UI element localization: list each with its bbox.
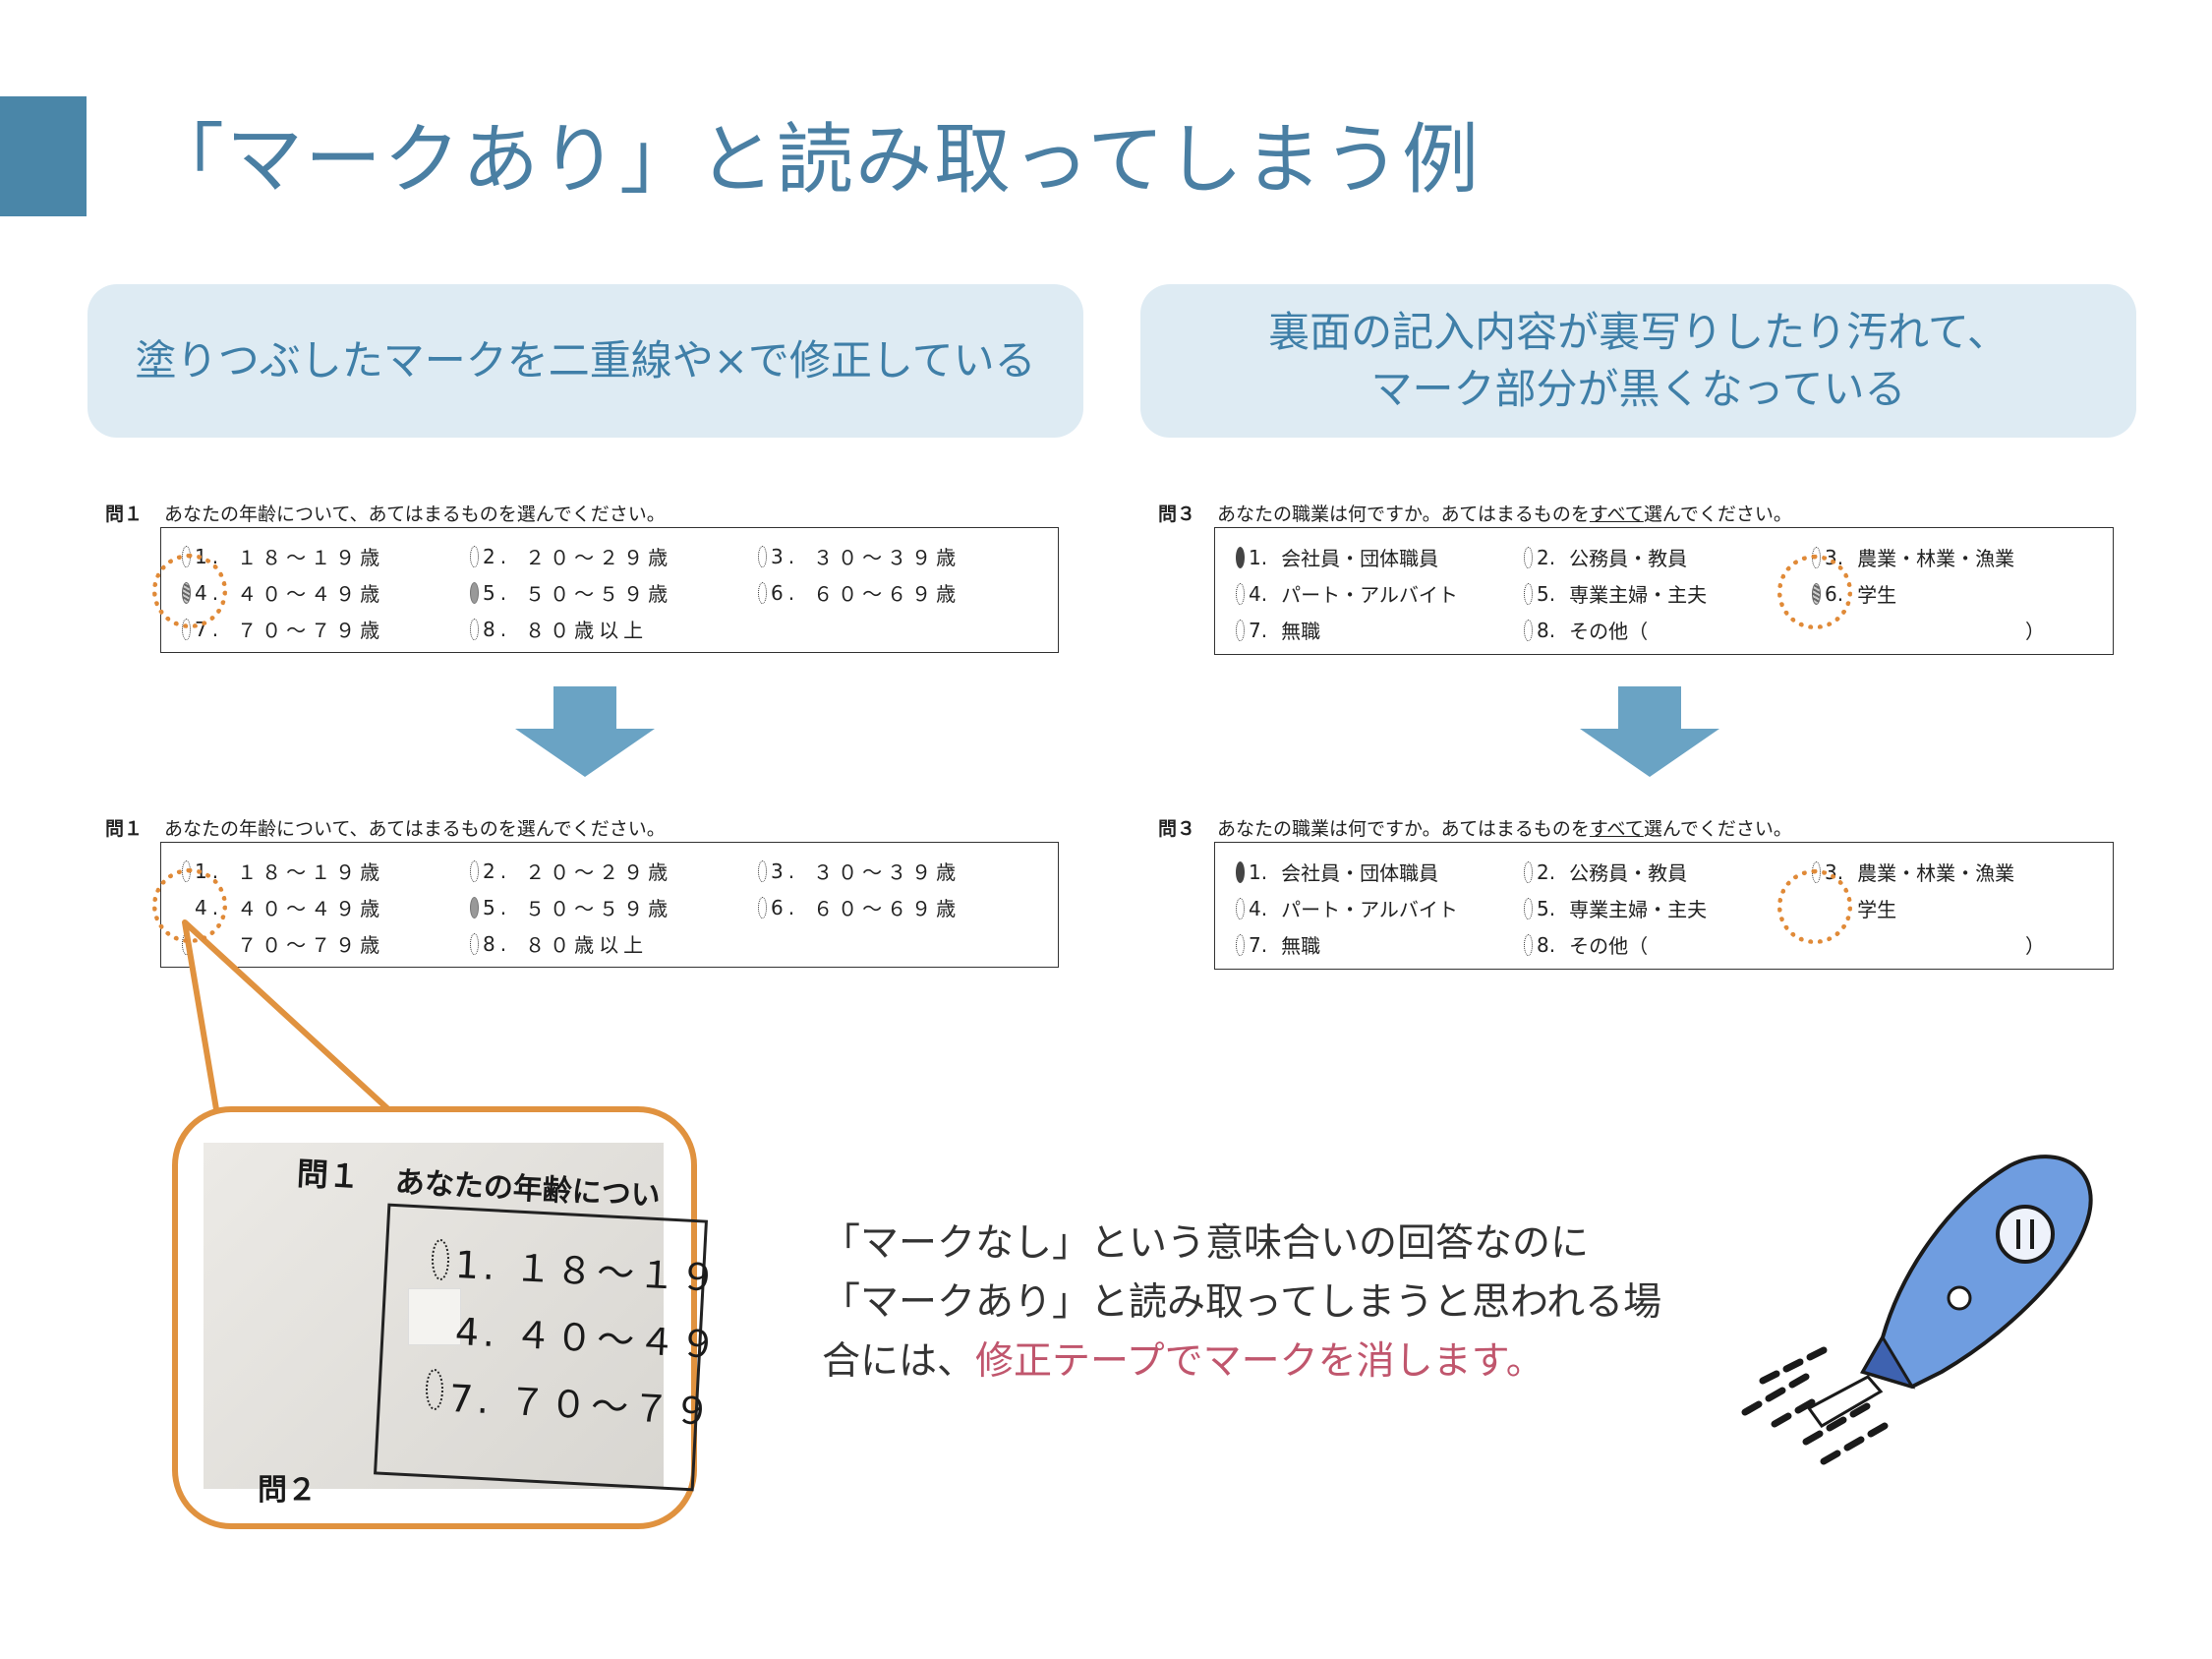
q3-before-option-4: 4.パート・アルバイト	[1236, 579, 1458, 608]
q3-after-option-6: 6.学生	[1812, 894, 1896, 922]
photo-correction-tape-closeup: 問１ あなたの年齢につい 1. １８～１９ 4. ４０～４９ 7. ７０～７９ …	[204, 1143, 722, 1508]
mark-oval-icon	[470, 618, 479, 640]
q3-after-option-8: 8.その他（	[1524, 930, 1648, 959]
q3-after-option-1: 1.会社員・団体職員	[1236, 858, 1438, 886]
mark-oval-icon	[1236, 897, 1245, 919]
mark-oval-icon	[1524, 933, 1533, 956]
filled-mark-icon	[1236, 860, 1245, 883]
title-accent-bar	[0, 96, 87, 216]
q3-after-option-5: 5.専業主婦・主夫	[1524, 894, 1707, 922]
q3-option-box-before	[1214, 527, 2114, 655]
q1-option-box-before	[160, 527, 1059, 653]
q1-text: あなたの年齢について、あてはまるものを選んでください。	[164, 504, 666, 525]
q3-before-option-3: 3.農業・林業・漁業	[1812, 543, 2014, 571]
mark-oval-icon	[1524, 546, 1533, 568]
q3-option-box-after	[1214, 842, 2114, 970]
mark-oval-icon	[470, 545, 479, 567]
mark-oval-icon	[1524, 897, 1533, 919]
callout-right-line1: 裏面の記入内容が裏写りしたり汚れて、	[1268, 308, 2008, 356]
q1-option-box-after	[160, 842, 1059, 968]
q1-after-option-3: 3.３０～３９歳	[758, 857, 960, 885]
mark-oval-icon	[758, 545, 767, 567]
filled-mark-icon	[470, 581, 479, 604]
mark-oval-icon	[1524, 582, 1533, 605]
mark-oval-icon	[470, 932, 479, 955]
q1-before-option-5: 5.５０～５９歳	[470, 578, 672, 607]
highlight-circle	[1777, 869, 1852, 944]
mark-oval-icon	[1524, 619, 1533, 641]
q1-after-option-6: 6.６０～６９歳	[758, 893, 960, 921]
q1-after-option-5: 5.５０～５９歳	[470, 893, 672, 921]
mark-oval-icon	[426, 1369, 443, 1410]
mark-oval-icon	[470, 859, 479, 882]
filled-mark-icon	[470, 896, 479, 918]
q3-after-other-close: ）	[2025, 934, 2045, 958]
q1-question-before: 問１ あなたの年齢について、あてはまるものを選んでください。	[105, 500, 666, 526]
highlight-circle	[152, 868, 227, 943]
q3-before-option-7: 7.無職	[1236, 616, 1320, 644]
q3-before-option-5: 5.専業主婦・主夫	[1524, 579, 1707, 608]
q3-after-option-7: 7.無職	[1236, 930, 1320, 959]
correction-tape-icon	[1741, 1155, 2093, 1465]
correction-tape-patch	[408, 1288, 461, 1345]
q1-before-option-8: 8.８０歳以上	[470, 615, 648, 643]
q3-number: 問３	[1158, 504, 1196, 525]
mark-oval-icon	[758, 859, 767, 882]
q3-before-option-2: 2.公務員・教員	[1524, 543, 1687, 571]
callout-right: 裏面の記入内容が裏写りしたり汚れて、 マーク部分が黒くなっている	[1140, 284, 2136, 438]
q3-after-option-4: 4.パート・アルバイト	[1236, 894, 1458, 922]
callout-left: 塗りつぶしたマークを二重線や×で修正している	[87, 284, 1083, 438]
mark-oval-icon	[1236, 582, 1245, 605]
explanation-line-2: 「マークあり」と読み取ってしまうと思われる場	[822, 1280, 1662, 1325]
q1-before-option-2: 2.２０～２９歳	[470, 542, 672, 570]
q1-after-option-8: 8.８０歳以上	[470, 929, 648, 958]
mark-oval-icon	[1236, 933, 1245, 956]
mark-oval-icon	[1236, 619, 1245, 641]
q3-after-option-2: 2.公務員・教員	[1524, 858, 1687, 886]
mark-oval-icon	[758, 581, 767, 604]
q1-after-option-2: 2.２０～２９歳	[470, 857, 672, 885]
page-title: 「マークあり」と読み取ってしまう例	[147, 116, 1482, 205]
q1-number: 問１	[105, 504, 144, 525]
down-arrow-icon	[1580, 686, 1719, 777]
mark-oval-icon	[432, 1239, 449, 1280]
callout-left-text: 塗りつぶしたマークを二重線や×で修正している	[135, 336, 1036, 385]
mark-oval-icon	[1524, 860, 1533, 883]
mark-oval-icon	[758, 896, 767, 918]
explanation-line-3: 合には、修正テープでマークを消します。	[822, 1339, 1544, 1384]
highlighted-instruction: 修正テープでマークを消します。	[975, 1339, 1544, 1384]
explanation-text: 「マークなし」という意味合いの回答なのに 「マークあり」と読み取ってしまうと思わ…	[822, 1215, 1805, 1392]
q3-before-other-close: ）	[2025, 620, 2045, 643]
explanation-line-1: 「マークなし」という意味合いの回答なのに	[822, 1221, 1590, 1266]
q3-after-option-3: 3.農業・林業・漁業	[1812, 858, 2014, 886]
q3-before-option-1: 1.会社員・団体職員	[1236, 543, 1438, 571]
q1-after-option-1: 1.１８～１９歳	[182, 857, 384, 885]
q1-before-option-3: 3.３０～３９歳	[758, 542, 960, 570]
callout-right-line2: マーク部分が黒くなっている	[1370, 365, 1906, 413]
q1-before-option-6: 6.６０～６９歳	[758, 578, 960, 607]
filled-mark-icon	[1236, 546, 1245, 568]
highlight-circle	[1777, 555, 1852, 629]
down-arrow-icon	[515, 686, 655, 777]
highlight-circle	[152, 554, 227, 628]
q3-before-option-8: 8.その他（	[1524, 616, 1648, 644]
